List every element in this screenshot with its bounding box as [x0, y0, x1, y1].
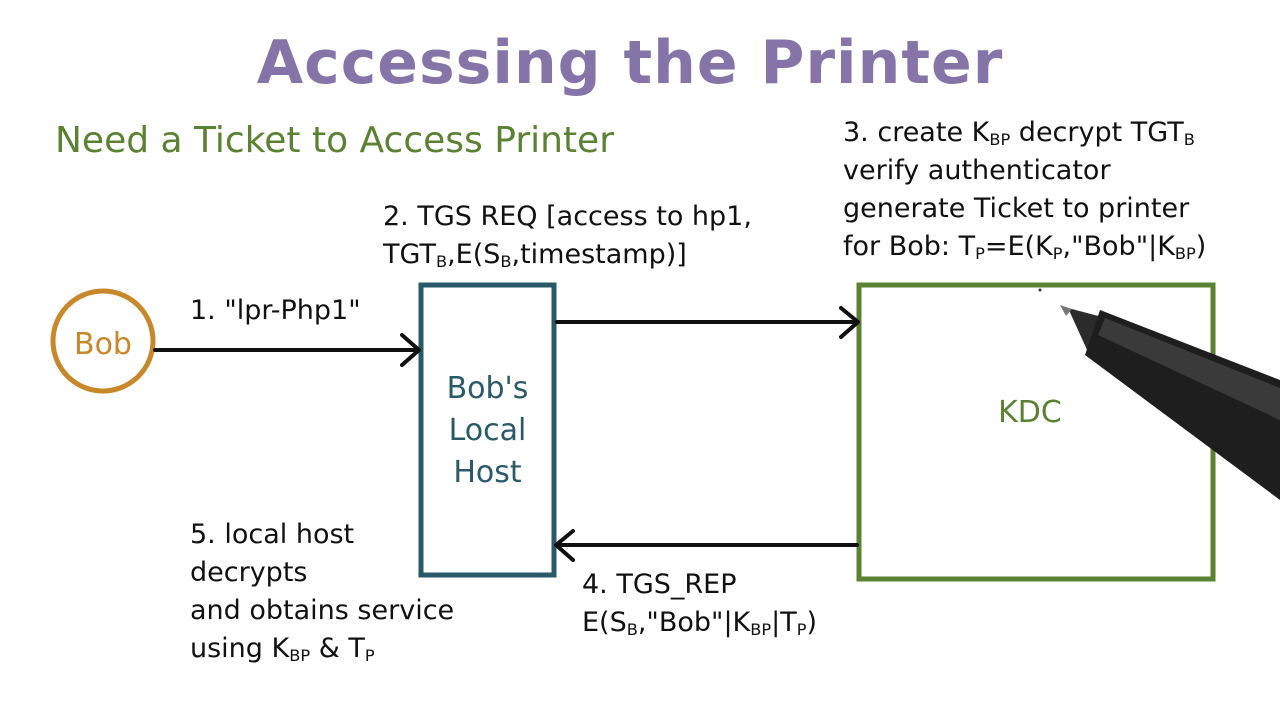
- pen-icon: [1060, 305, 1280, 500]
- arrow-step1: [153, 333, 421, 367]
- local-host-label-line: Bob's: [446, 371, 529, 406]
- local-host-box: [418, 282, 557, 578]
- step5-line1: 5. local host: [190, 519, 355, 550]
- page-title: Accessing the Printer: [256, 28, 1004, 98]
- step4-line1: 4. TGS_REP: [582, 569, 737, 600]
- pen-dot: [1038, 288, 1042, 292]
- step4-label: 4. TGS_REP E(SB,"Bob"|KBP|TP): [582, 566, 817, 642]
- step2-line1: 2. TGS REQ [access to hp1,: [383, 201, 752, 232]
- bob-node-circle: [50, 288, 156, 394]
- step3-line1: 3. create KBP decrypt TGTB: [843, 117, 1195, 150]
- arrow-step2: [555, 306, 860, 339]
- local-host-label-line: Host: [453, 455, 522, 490]
- step4-line2: E(SB,"Bob"|KBP|TP): [582, 607, 818, 640]
- step5-label: 5. local host decrypts and obtains servi…: [190, 516, 454, 668]
- local-host-label: Bob's Local Host: [421, 368, 554, 494]
- arrow-step4: [554, 529, 859, 562]
- step3-label: 3. create KBP decrypt TGTB verify authen…: [843, 114, 1206, 266]
- step5-line4: using KBP & TP: [190, 633, 375, 666]
- local-host-label-line: Local: [448, 413, 527, 448]
- step2-line2: TGTB,E(SB,timestamp)]: [383, 239, 687, 272]
- step5-line2: decrypts: [190, 557, 308, 588]
- step2-label: 2. TGS REQ [access to hp1, TGTB,E(SB,tim…: [383, 198, 752, 274]
- kdc-label: KDC: [998, 395, 1062, 430]
- step3-line2: verify authenticator: [843, 155, 1111, 186]
- step3-line3: generate Ticket to printer: [843, 193, 1190, 224]
- step5-line3: and obtains service: [190, 595, 455, 626]
- step3-line4: for Bob: TP=E(KP,"Bob"|KBP): [843, 231, 1207, 264]
- page-subtitle: Need a Ticket to Access Printer: [55, 120, 615, 161]
- step1-label: 1. "lpr-Php1": [190, 295, 361, 326]
- bob-node-label: Bob: [74, 327, 132, 362]
